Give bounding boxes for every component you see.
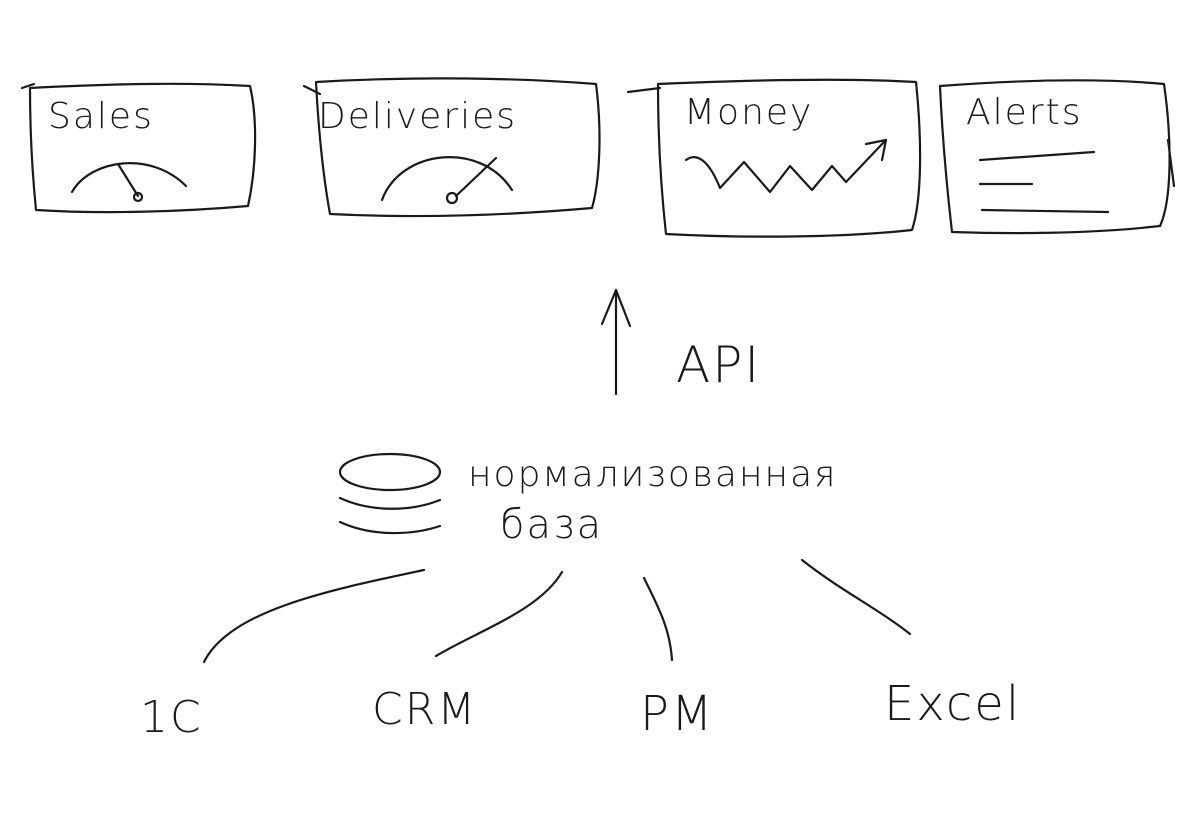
connector-excel — [800, 558, 912, 636]
gauge-icon — [70, 162, 188, 198]
deliveries-title: Deliveries — [318, 96, 517, 137]
connector-pm — [642, 576, 674, 662]
source-1c: 1C — [140, 692, 203, 743]
source-pm: PM — [640, 686, 714, 742]
database-icon — [338, 452, 442, 535]
source-crm: CRM — [372, 684, 477, 735]
sales-title: Sales — [48, 96, 154, 137]
alerts-title: Alerts — [966, 92, 1082, 133]
trend-chart-icon — [684, 138, 888, 194]
sales-card: Sales — [20, 82, 257, 214]
money-title: Money — [684, 92, 813, 133]
gauge-icon — [380, 156, 514, 202]
database-label-line1: нормализованная — [468, 454, 837, 495]
alerts-card: Alerts — [938, 79, 1176, 235]
database-label-line2: база — [500, 502, 603, 548]
connector-1c — [202, 568, 426, 664]
source-excel: Excel — [884, 676, 1021, 732]
list-icon — [978, 150, 1110, 214]
up-arrow-icon — [600, 288, 632, 396]
connector-crm — [434, 570, 564, 658]
money-card: Money — [626, 78, 922, 238]
api-label: API — [676, 336, 761, 394]
deliveries-card: Deliveries — [302, 77, 601, 218]
